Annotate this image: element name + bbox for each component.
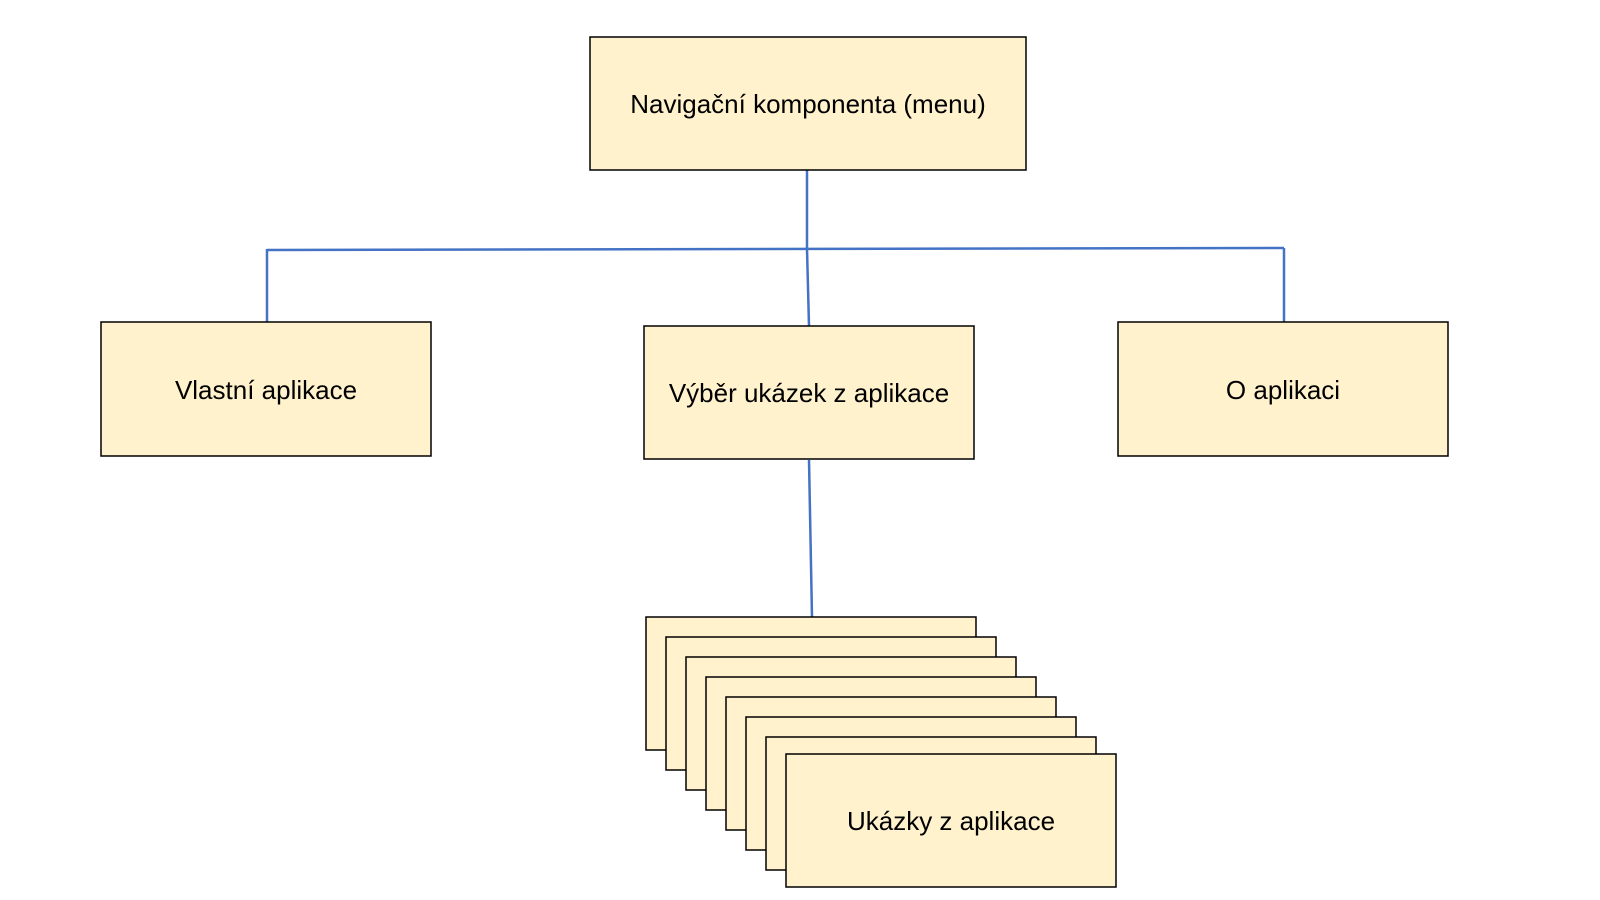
node-root: Navigační komponenta (menu): [589, 36, 1027, 171]
node-samples-stack: Ukázky z aplikace: [645, 616, 1117, 888]
node-about-label: O aplikaci: [1226, 375, 1340, 405]
node-samples-label: Ukázky z aplikace: [847, 806, 1055, 836]
connector-to-samples: [807, 459, 814, 618]
connector-to-samples-selection: [805, 248, 811, 327]
connector-horizontal-bus: [266, 246, 1285, 252]
node-own-app: Vlastní aplikace: [100, 321, 432, 457]
node-about: O aplikaci: [1117, 321, 1449, 457]
connectors: [265, 170, 1286, 618]
node-samples-selection-label: Výběr ukázek z aplikace: [669, 378, 949, 408]
node-root-label: Navigační komponenta (menu): [630, 89, 986, 119]
node-own-app-label: Vlastní aplikace: [175, 375, 357, 405]
node-samples-selection: Výběr ukázek z aplikace: [643, 325, 975, 460]
sample-card-front: [785, 753, 1117, 888]
